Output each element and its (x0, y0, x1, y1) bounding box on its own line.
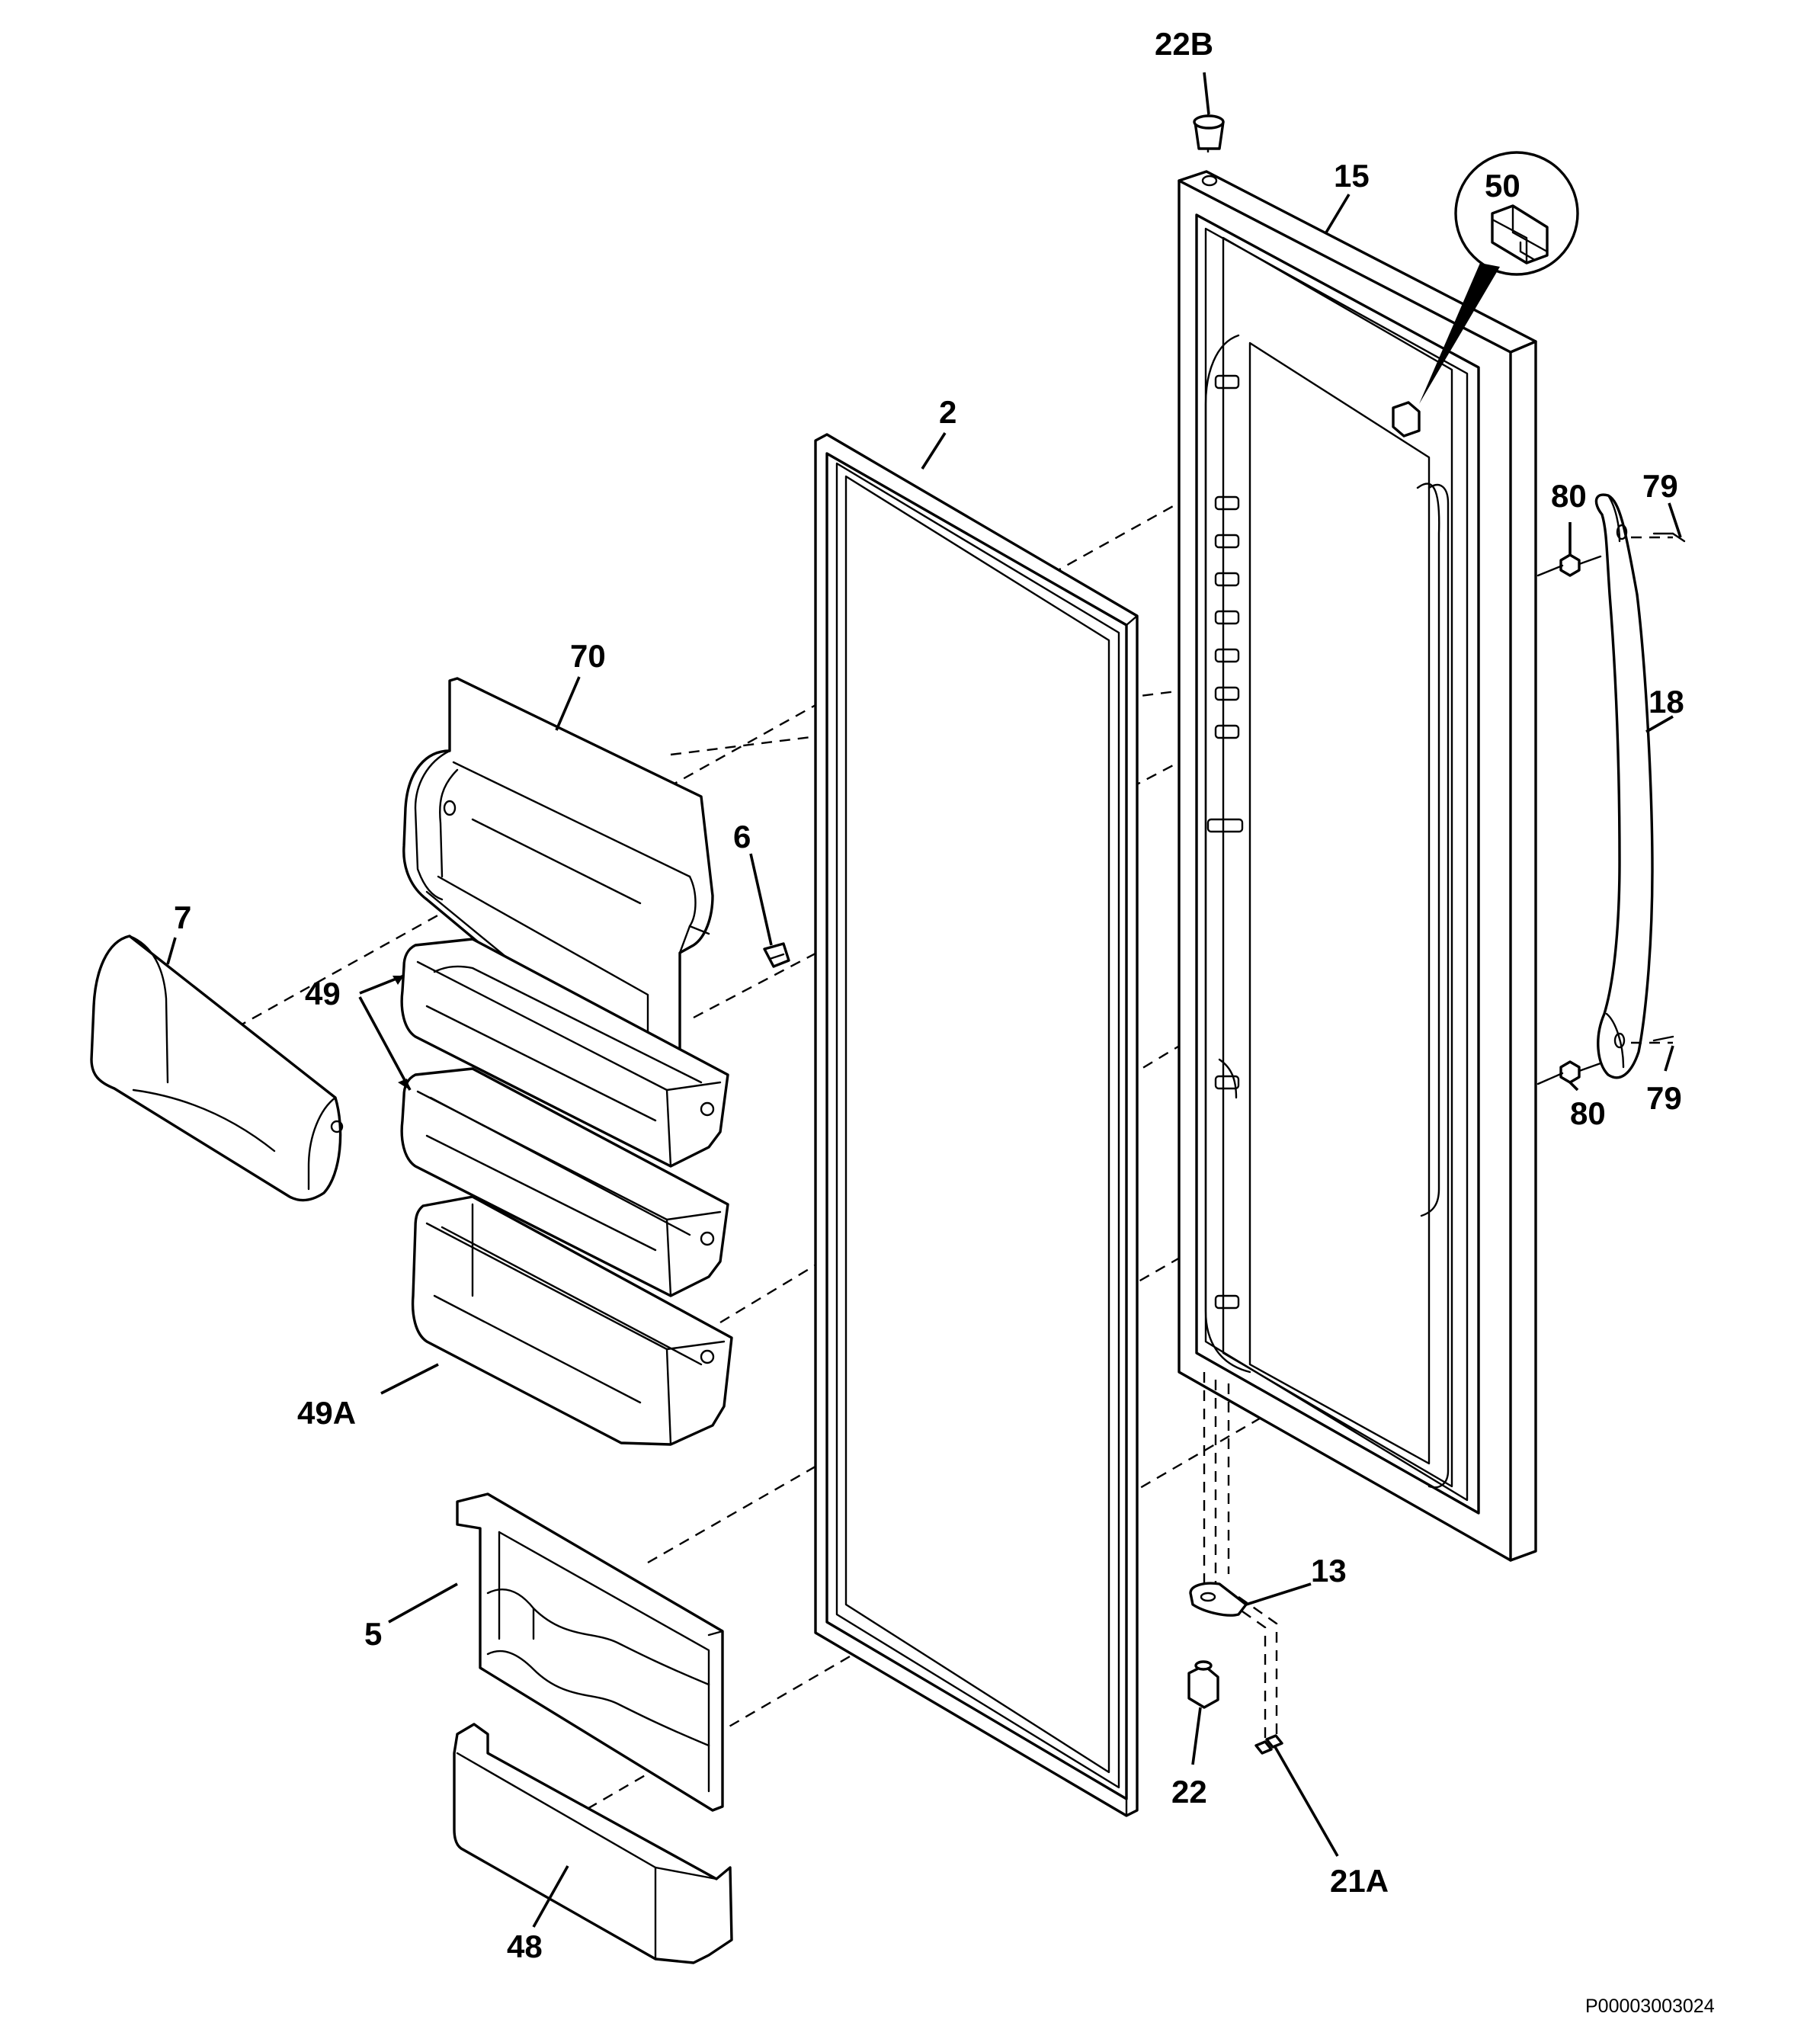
callout-22B: 22B (1155, 26, 1213, 62)
callout-21A: 21A (1330, 1863, 1389, 1899)
callout-18: 18 (1649, 684, 1684, 720)
door-gasket (814, 433, 1139, 1817)
callout-48: 48 (507, 1928, 543, 1964)
door-rack (456, 1492, 724, 1812)
callout-13: 13 (1311, 1553, 1347, 1589)
door-clip (1392, 401, 1421, 438)
callout-labels: 22B 15 50 2 80 79 18 70 6 7 49 80 79 49A… (174, 26, 1684, 1964)
door-bin-large (411, 1195, 733, 1446)
handle-fasteners (1536, 532, 1686, 1085)
bottom-hinge (1187, 1372, 1283, 1755)
callout-79-bottom: 79 (1646, 1080, 1682, 1116)
callout-22: 22 (1171, 1774, 1207, 1810)
callout-2: 2 (939, 394, 956, 430)
callout-7: 7 (174, 899, 191, 935)
shelf-support-buttons (1206, 374, 1244, 1310)
callout-70: 70 (570, 638, 606, 674)
callout-50: 50 (1485, 168, 1520, 204)
callout-49A: 49A (297, 1395, 356, 1431)
leader-lines (166, 72, 1682, 1928)
door-handle (1594, 493, 1654, 1079)
door-bin-lower (453, 1723, 733, 1964)
callout-5: 5 (364, 1616, 382, 1652)
dairy-hinge-clip (763, 942, 790, 968)
door-bin-middle (400, 1067, 729, 1297)
door-panel (1178, 170, 1537, 1562)
callout-6: 6 (733, 819, 751, 854)
callout-79-top: 79 (1642, 468, 1678, 504)
dairy-compartment (402, 677, 714, 1084)
callout-15: 15 (1334, 158, 1370, 194)
diagram-reference-code: P00003003024 (1585, 1996, 1715, 2017)
callout-80-top: 80 (1551, 478, 1587, 514)
door-bin-upper (400, 938, 729, 1168)
callout-80-bottom: 80 (1570, 1095, 1606, 1131)
callout-49: 49 (305, 976, 341, 1012)
dairy-door (90, 935, 344, 1202)
clip-detail-bubble (1419, 151, 1579, 404)
top-hinge-bushing (1193, 114, 1225, 150)
